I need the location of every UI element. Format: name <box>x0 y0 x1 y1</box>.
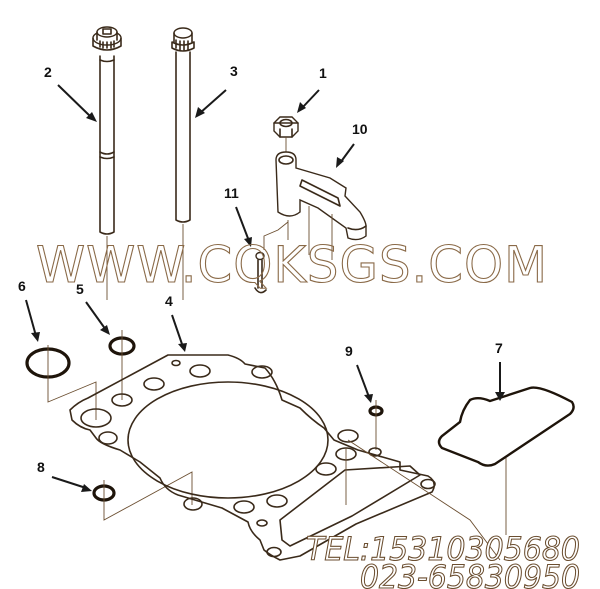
callout-4: 4 <box>165 293 173 309</box>
watermark-site: WWW.CQKSGS.COM <box>36 236 548 294</box>
callout-arrows <box>25 84 505 492</box>
callout-2: 2 <box>44 64 52 80</box>
callout-11: 11 <box>224 185 239 201</box>
callout-1: 1 <box>319 65 327 81</box>
rocker-lever-10 <box>263 151 367 260</box>
callout-8: 8 <box>37 459 45 475</box>
stud-11 <box>254 251 267 294</box>
callout-3: 3 <box>230 63 238 79</box>
watermark-tel: TEL:15310305680 <box>306 530 580 568</box>
head-gasket-4 <box>69 354 501 561</box>
leader-6 <box>47 345 97 420</box>
callout-6: 6 <box>18 278 26 294</box>
capscrew-2 <box>92 26 122 300</box>
hex-nut-1 <box>273 116 299 154</box>
callout-7: 7 <box>495 340 503 356</box>
capscrew-3 <box>171 27 195 300</box>
callout-labels: 2 3 1 10 11 6 5 4 8 9 7 <box>18 63 503 475</box>
callout-10: 10 <box>352 121 368 137</box>
callout-5: 5 <box>76 281 84 297</box>
watermark-phone: 023-65830950 <box>360 558 580 589</box>
rectangular-seal-7 <box>437 386 575 535</box>
callout-9: 9 <box>345 343 353 359</box>
leader-8 <box>103 471 193 521</box>
